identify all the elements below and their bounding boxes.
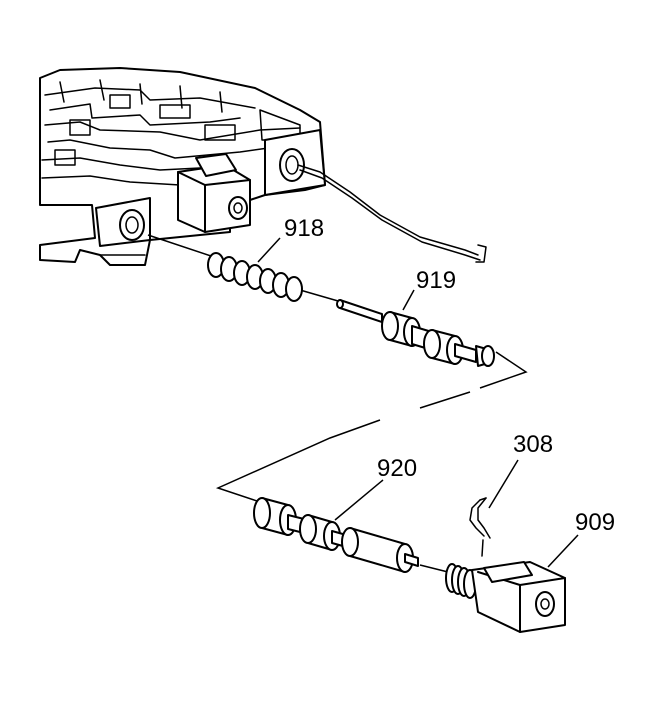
valve-920 xyxy=(253,497,419,573)
valve-919 xyxy=(336,299,495,367)
callout-920: 920 xyxy=(377,455,417,482)
callout-labels: 918 919 920 308 909 xyxy=(284,215,615,536)
callout-909: 909 xyxy=(575,509,615,536)
leader-lines xyxy=(257,237,579,568)
callout-919: 919 xyxy=(416,267,456,294)
assembly-center-line xyxy=(147,234,528,573)
callout-308: 308 xyxy=(513,431,553,458)
clip-308 xyxy=(469,497,491,557)
solenoid-909 xyxy=(445,561,566,633)
wire-rod xyxy=(297,164,487,263)
callout-918: 918 xyxy=(284,215,324,242)
valve-body xyxy=(39,67,326,266)
installed-solenoid xyxy=(177,153,251,233)
spring-918 xyxy=(207,252,303,302)
